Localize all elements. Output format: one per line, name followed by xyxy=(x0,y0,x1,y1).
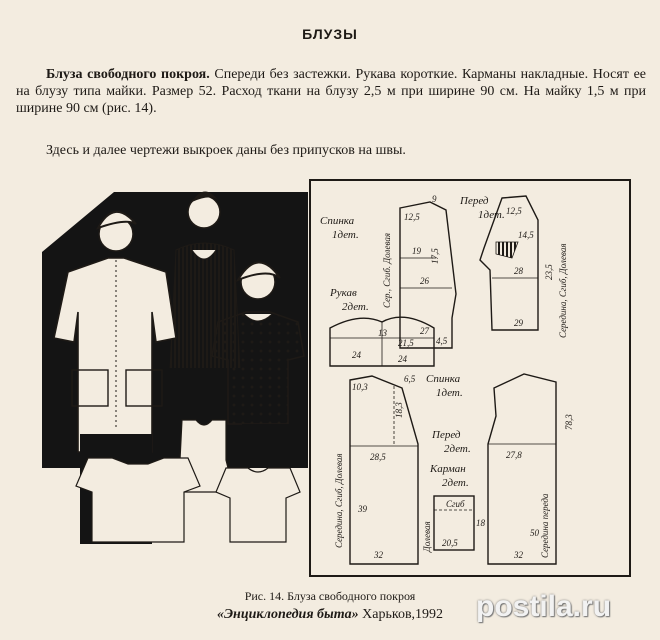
description-lead: Блуза свободного покроя. xyxy=(46,67,210,82)
bottom-back-h: 39 xyxy=(357,504,368,514)
top-back-shoulder: 9 xyxy=(432,194,437,204)
bottom-front-bottom: 32 xyxy=(513,550,524,560)
top-back-label: Спинка xyxy=(320,215,355,227)
pattern-panel: Спинка 1дет. Сер., Сгиб. Долевая 9 12,5 … xyxy=(309,179,631,577)
top-back-mid: 19 xyxy=(412,246,422,256)
top-front-hem: 28 xyxy=(514,266,524,276)
pattern-bottom-front: Перед 2дет. Середина переда 27,8 50 32 7… xyxy=(431,373,574,565)
bottom-back-count: 1дет. xyxy=(436,387,463,399)
top-front-w: 14,5 xyxy=(518,230,534,240)
sleeve-label: Рукав xyxy=(329,287,357,299)
pattern-bottom-back: Спинка 1дет. Середина, Сгиб, Долевая 10,… xyxy=(334,373,463,565)
bottom-back-bottom: 32 xyxy=(373,550,384,560)
sleeve-side: 4,5 xyxy=(436,336,448,346)
sleeve-right: 24 xyxy=(398,354,408,364)
pocket-label: Карман xyxy=(429,463,466,475)
figure-14: Спинка 1дет. Сер., Сгиб. Долевая 9 12,5 … xyxy=(6,168,652,588)
pocket-width: 20,5 xyxy=(442,538,458,548)
fashion-illustration xyxy=(42,191,308,544)
bottom-front-label: Перед xyxy=(431,429,461,441)
pattern-top-back: Спинка 1дет. Сер., Сгиб. Долевая 9 12,5 … xyxy=(320,194,457,349)
description-text: Спереди без застежки. Рукава короткие. К… xyxy=(16,67,646,116)
top-front-neck: 12,5 xyxy=(506,206,522,216)
bottom-back-neck: 10,3 xyxy=(352,382,368,392)
pocket-fold: Сгиб xyxy=(446,499,465,509)
bottom-back-depth: 18,3 xyxy=(394,402,404,418)
sleeve-cap: 21,5 xyxy=(398,338,414,348)
top-front-label: Перед xyxy=(459,195,489,207)
source-title: «Энциклопедия быта» xyxy=(216,607,359,622)
source-line: «Энциклопедия быта» Харьков,1992 xyxy=(0,607,660,623)
figure-dotted-blouse xyxy=(211,261,305,454)
bottom-front-center: Середина переда xyxy=(540,493,550,558)
pattern-note: Здесь и далее чертежи выкроек даны без п… xyxy=(46,143,406,158)
pocket-grain: Долевая xyxy=(422,521,432,553)
figure-caption: Рис. 14. Блуза свободного покроя xyxy=(244,589,416,603)
bottom-back-w: 28,5 xyxy=(370,452,386,462)
pattern-pocket: Карман 2дет. Сгиб Долевая 20,5 18 xyxy=(422,463,486,553)
top-front-bottom: 29 xyxy=(514,318,524,328)
pattern-top-front: Перед 1дет. Середина, Сгиб, Долевая 12,5… xyxy=(459,195,568,338)
watermark: postila.ru xyxy=(476,590,612,623)
pattern-sleeve: Рукав 2дет. 24 21,5 24 13 4,5 xyxy=(329,287,448,367)
bottom-front-h: 50 xyxy=(530,528,540,538)
pocket-height: 18 xyxy=(476,518,486,528)
flat-sketches xyxy=(75,419,301,543)
top-front-count: 1дет. xyxy=(478,209,505,221)
top-back-fold: Сер., Сгиб. Долевая xyxy=(382,233,392,308)
sleeve-left: 24 xyxy=(352,350,362,360)
bottom-back-label: Спинка xyxy=(426,373,461,385)
sleeve-height: 13 xyxy=(378,328,388,338)
bottom-back-fold: Середина, Сгиб, Долевая xyxy=(334,453,344,548)
bottom-front-depth: 78,3 xyxy=(564,414,574,430)
bottom-front-count: 2дет. xyxy=(444,443,471,455)
top-back-hem: 26 xyxy=(420,276,430,286)
top-front-fold: Середина, Сгиб, Долевая xyxy=(558,243,568,338)
top-back-neck: 12,5 xyxy=(404,212,420,222)
top-back-bottom: 27 xyxy=(420,326,430,336)
top-front-h: 23,5 xyxy=(544,264,554,280)
pocket-count: 2дет. xyxy=(442,477,469,489)
bottom-back-shoulder: 6,5 xyxy=(404,374,416,384)
top-back-count: 1дет. xyxy=(332,229,359,241)
source-place: Харьков,1992 xyxy=(358,607,444,622)
bottom-front-w: 27,8 xyxy=(506,450,522,460)
page-heading: БЛУЗЫ xyxy=(302,26,358,42)
top-back-depth: 17,5 xyxy=(430,248,440,264)
figure-illustration: Спинка 1дет. Сер., Сгиб. Долевая 9 12,5 … xyxy=(42,179,631,577)
sleeve-count: 2дет. xyxy=(342,301,369,313)
blouse-description: Блуза свободного покроя. Спереди без зас… xyxy=(16,66,646,117)
